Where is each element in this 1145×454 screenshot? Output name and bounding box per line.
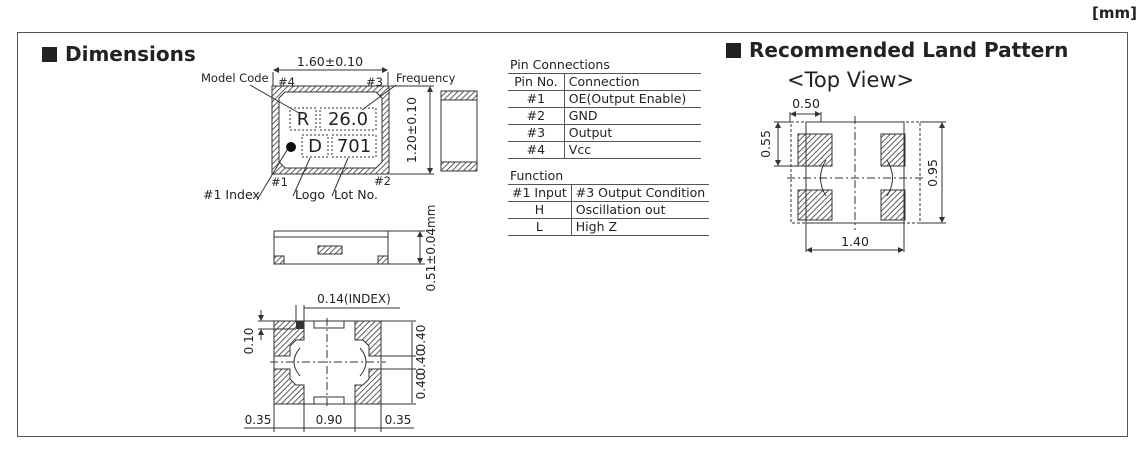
unit-label: [mm] — [1092, 4, 1137, 22]
frequency-label: Frequency — [396, 71, 456, 85]
dimensions-title: Dimensions — [65, 42, 196, 66]
dim-095: 0.95 — [925, 159, 940, 187]
dim-050: 0.50 — [792, 96, 820, 111]
logo-dot-icon — [286, 142, 296, 152]
dim-040-mid: 0.40 — [414, 349, 428, 376]
cell-output: Oscillation out — [571, 201, 710, 219]
cell-connection: GND — [564, 107, 701, 125]
model-code-label: Model Code — [201, 71, 269, 85]
index-dimension: 0.14(INDEX) — [317, 292, 391, 306]
dim-040-top: 0.40 — [414, 325, 428, 352]
dim-010: 0.10 — [242, 328, 256, 355]
marking-frequency: 26.0 — [328, 109, 368, 130]
marking-d: D — [308, 136, 322, 157]
square-bullet-icon — [726, 42, 741, 58]
cell-pin: #3 — [508, 124, 565, 142]
cell-output: High Z — [571, 218, 710, 236]
land-pattern-title: Recommended Land Pattern — [749, 38, 1069, 62]
cell-pin: #2 — [508, 107, 565, 125]
pin1-label: #1 — [271, 175, 288, 189]
header-output: #3 Output Condition — [571, 184, 710, 202]
logo-label: Logo — [295, 187, 325, 202]
header-pin-no: Pin No. — [508, 73, 565, 91]
pin3-label: #3 — [366, 75, 383, 89]
dim-140: 1.40 — [841, 234, 869, 249]
marking-r: R — [297, 109, 310, 130]
cell-pin: #1 — [508, 90, 565, 108]
marking-lot: 701 — [337, 136, 371, 157]
cell-connection: Output — [564, 124, 701, 142]
width-dimension: 1.60±0.10 — [297, 54, 363, 69]
cell-pin: #4 — [508, 141, 565, 159]
index-label: #1 Index — [203, 187, 260, 202]
pin4-label: #4 — [278, 75, 295, 89]
dim-035-left: 0.35 — [245, 413, 272, 427]
land-pattern-heading: Recommended Land Pattern — [726, 38, 1068, 62]
top-view-drawing: 1.60±0.10 R 26.0 D 701 #4 #3 #1 #2 Model… — [201, 54, 456, 202]
cell-connection: OE(Output Enable) — [564, 90, 701, 108]
drawing-frame — [17, 32, 1128, 437]
dim-035-right: 0.35 — [385, 413, 412, 427]
square-bullet-icon — [42, 46, 57, 62]
table-header-row: Pin No. Connection — [508, 73, 701, 91]
index-mark — [296, 321, 304, 329]
cell-input: L — [508, 218, 572, 236]
side-view-right — [440, 90, 478, 172]
dim-055: 0.55 — [758, 130, 773, 158]
lot-label: Lot No. — [334, 187, 378, 202]
land-pattern-drawing: 0.50 0.55 0.95 1.40 — [758, 96, 946, 253]
pin2-label: #2 — [374, 174, 391, 188]
header-connection: Connection — [564, 73, 701, 91]
function-caption: Function — [510, 168, 564, 183]
side-view-drawing: 0.51±0.04mm — [273, 205, 438, 292]
header-input: #1 Input — [508, 184, 572, 202]
cell-connection: Vcc — [564, 141, 701, 159]
dim-090: 0.90 — [316, 413, 343, 427]
thickness-dimension: 0.51±0.04mm — [424, 205, 438, 292]
pin-connections-caption: Pin Connections — [510, 57, 610, 72]
cell-input: H — [508, 201, 572, 219]
height-dimension: 1.20±0.10 — [404, 97, 419, 163]
dimensions-heading: Dimensions — [42, 42, 196, 66]
table-header-row: #1 Input #3 Output Condition — [508, 184, 710, 202]
top-view-label: <Top View> — [787, 68, 915, 92]
bottom-view-drawing: 0.14(INDEX) 0.10 0.40 0.40 0.40 0.35 0.9… — [242, 292, 428, 432]
dim-040-bottom: 0.40 — [414, 373, 428, 400]
